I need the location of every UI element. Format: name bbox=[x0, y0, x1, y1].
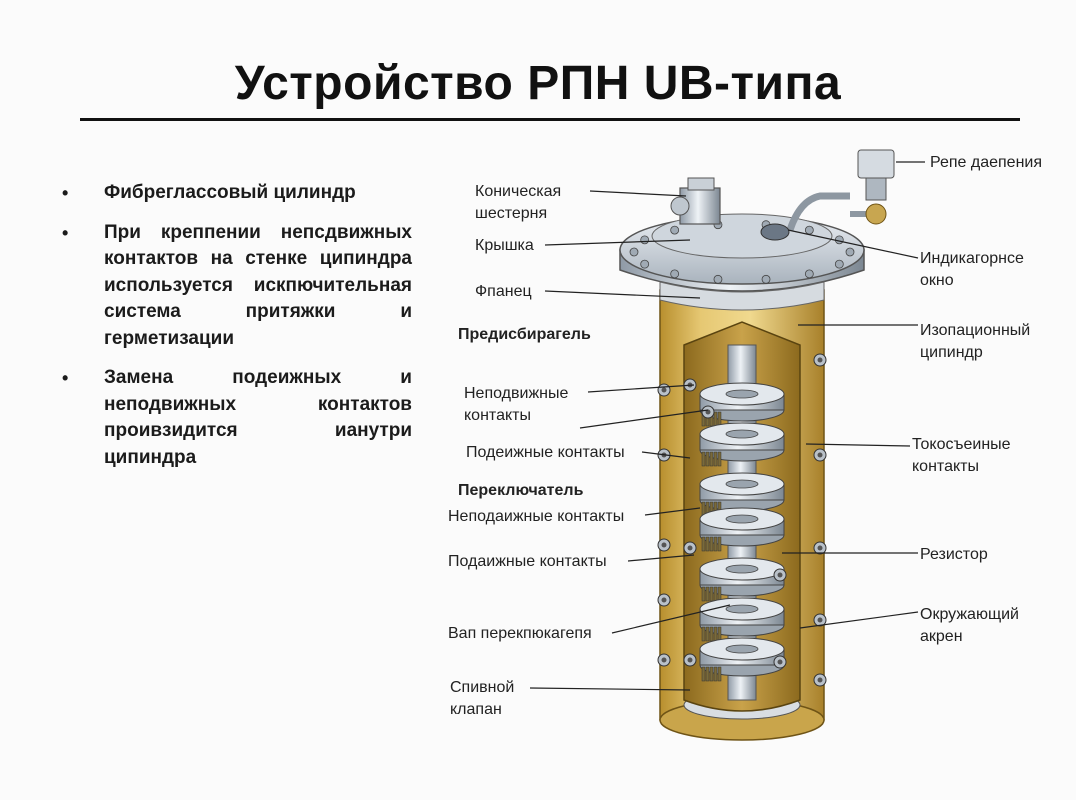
lid-bolt bbox=[713, 274, 723, 284]
label-moving-contacts-2: Подаижные контакты bbox=[448, 553, 607, 570]
stud-bolt bbox=[657, 593, 671, 607]
lid-bolt bbox=[640, 235, 650, 245]
title-underline bbox=[80, 118, 1020, 121]
label-switch-shaft: Вап перекпюкагепя bbox=[448, 625, 592, 642]
label-conic-gear: Коническая шестерня bbox=[475, 181, 571, 225]
contact-ring bbox=[699, 637, 785, 682]
stud-bolt bbox=[657, 383, 671, 397]
contact-ring bbox=[699, 472, 785, 517]
contact-ring bbox=[699, 507, 785, 552]
lid-bolt bbox=[670, 225, 680, 235]
side-studs bbox=[657, 353, 827, 687]
label-switch: Переключатель bbox=[458, 482, 584, 499]
lid-bolt bbox=[804, 269, 814, 279]
lid-bolt bbox=[640, 259, 650, 269]
label-flange: Фпанец bbox=[475, 283, 532, 300]
bullet-item: Фибреглассовый цилиндр bbox=[62, 180, 412, 207]
label-resistor: Резистор bbox=[920, 546, 988, 563]
leader-lines bbox=[529, 161, 925, 691]
label-fixed-contacts-2: Неподаижные контакты bbox=[448, 508, 625, 525]
label-lid: Крышка bbox=[475, 237, 534, 254]
label-moving-contacts-1: Подеижные контакты bbox=[466, 444, 625, 461]
lid-bolt bbox=[629, 247, 639, 257]
contact-ring bbox=[699, 382, 785, 427]
stud-bolt bbox=[813, 541, 827, 555]
label-conic-gear-line1: Коническая шестерня bbox=[475, 183, 562, 222]
stud-bolt bbox=[683, 541, 697, 555]
contact-ring bbox=[699, 597, 785, 642]
lid-bolt bbox=[761, 274, 771, 284]
label-indicator-window: Индикагорнсе окно bbox=[920, 250, 1024, 289]
label-surrounding-screen: Окружающий акрен bbox=[920, 606, 1019, 645]
lid-bolt bbox=[804, 225, 814, 235]
stud-bolt bbox=[813, 353, 827, 367]
bullet-item: При креппении непсдвижных контактов на с… bbox=[62, 220, 412, 353]
label-preselector: Предисбирагель bbox=[458, 326, 591, 343]
stud-bolt bbox=[657, 538, 671, 552]
stud-bolt bbox=[683, 653, 697, 667]
contact-rings bbox=[699, 382, 785, 682]
stud-bolt bbox=[813, 673, 827, 687]
stud-bolt bbox=[773, 655, 787, 669]
lid-assembly bbox=[619, 149, 895, 311]
bullet-item: Замена подеижных и неподвижных контактов… bbox=[62, 365, 412, 471]
contact-ring bbox=[699, 422, 785, 467]
label-pressure-relay: Репе даепения bbox=[930, 154, 1043, 171]
lid-bolt bbox=[834, 259, 844, 269]
bullet-list: Фибреглассовый цилиндр При креппении неп… bbox=[62, 180, 412, 484]
stud-bolt bbox=[657, 653, 671, 667]
label-insulating-cylinder: Изопационный ципиндр bbox=[920, 322, 1031, 361]
stud-bolt bbox=[701, 405, 715, 419]
stud-bolt bbox=[773, 568, 787, 582]
label-fixed-contacts-1: Неподвижные контакты bbox=[464, 385, 569, 424]
label-current-contacts: Токосъеиные контакты bbox=[912, 436, 1011, 475]
stud-bolt bbox=[813, 448, 827, 462]
page-title: Устройство РПН UB-типа bbox=[234, 57, 842, 110]
label-drain-valve: Спивной клапан bbox=[450, 679, 515, 718]
stud-bolt bbox=[813, 613, 827, 627]
lid-bolt bbox=[845, 247, 855, 257]
lid-bolt bbox=[670, 269, 680, 279]
